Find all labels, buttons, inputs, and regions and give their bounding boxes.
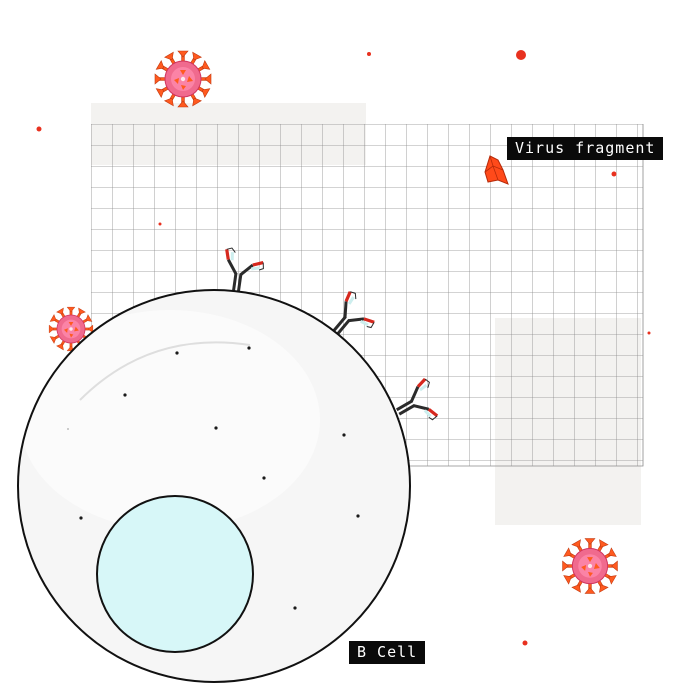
virus-fragment-label: Virus fragment: [507, 137, 664, 160]
virus-icon: [154, 50, 212, 108]
b-cell-label: B Cell: [349, 641, 426, 664]
virus-icon: [562, 538, 618, 594]
virus-specks: [36, 50, 651, 646]
virus-fragment-icon: [484, 155, 509, 185]
